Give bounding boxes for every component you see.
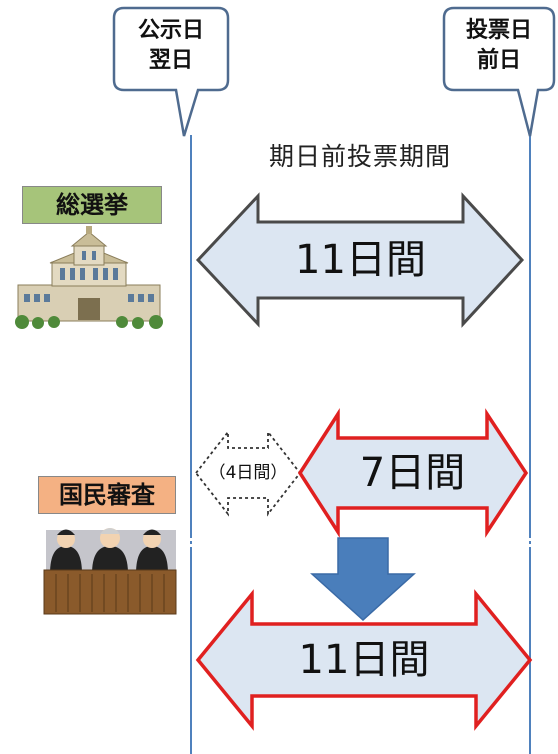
left-callout-bubble [112, 6, 230, 137]
general-election-label: 総選挙 [22, 186, 162, 224]
right-callout-bubble [442, 6, 556, 137]
review-seven-day-text: 7日間 [359, 450, 466, 496]
callout-right-line1: 投票日 [465, 18, 532, 43]
general-election-days-text: 11日間 [295, 237, 426, 283]
review-seven-day-arrow [297, 408, 529, 538]
callout-left-line1: 公示日 [137, 18, 204, 43]
four-day-text: （4日間） [208, 463, 288, 483]
early-voting-period-label: 期日前投票期間 [268, 142, 451, 171]
review-eleven-day-arrow [195, 589, 533, 731]
general-election-period-arrow [195, 192, 525, 328]
review-eleven-day-text: 11日間 [298, 637, 430, 683]
publication-next-day-callout: 公示日 翌日 [114, 16, 228, 76]
callout-right-line2: 前日 [476, 48, 521, 73]
callout-left-line2: 翌日 [148, 48, 193, 73]
election-eve-callout: 投票日 前日 [444, 16, 554, 76]
change-down-arrow [310, 537, 416, 622]
national-review-label: 国民審査 [38, 476, 176, 514]
diet-building-illustration [15, 226, 163, 329]
judges-illustration [43, 528, 177, 615]
